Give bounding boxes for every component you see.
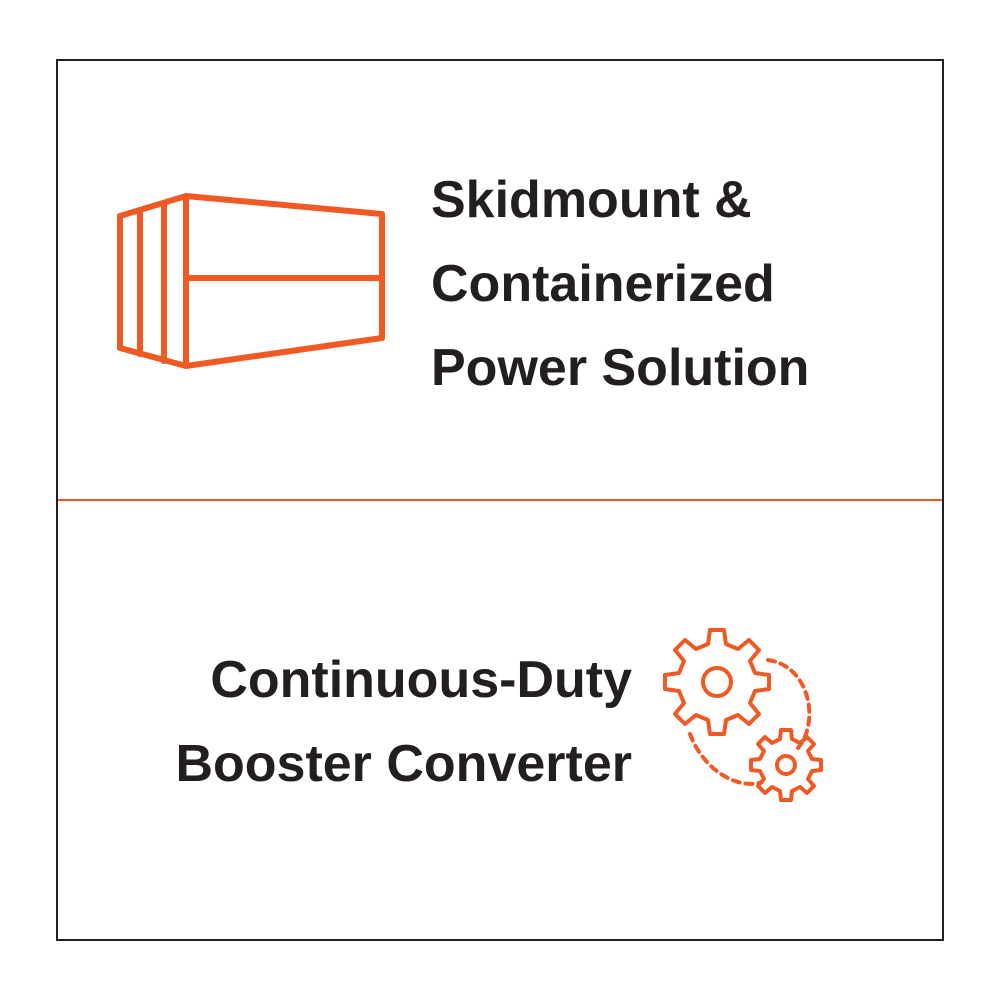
booster-title-line2: Booster Converter (175, 735, 632, 793)
booster-title-line1: Continuous-Duty (210, 651, 632, 709)
skidmount-title-line1: Skidmount & (431, 171, 752, 229)
container-icon (112, 190, 392, 379)
section-divider (58, 499, 942, 501)
skidmount-title: Skidmount & Containerized Power Solution (431, 158, 809, 410)
skidmount-title-line3: Power Solution (431, 339, 810, 397)
booster-converter-title: Continuous-Duty Booster Converter (175, 638, 632, 806)
gears-icon (660, 622, 830, 817)
skidmount-title-line2: Containerized (431, 255, 775, 313)
card-frame (56, 59, 944, 941)
